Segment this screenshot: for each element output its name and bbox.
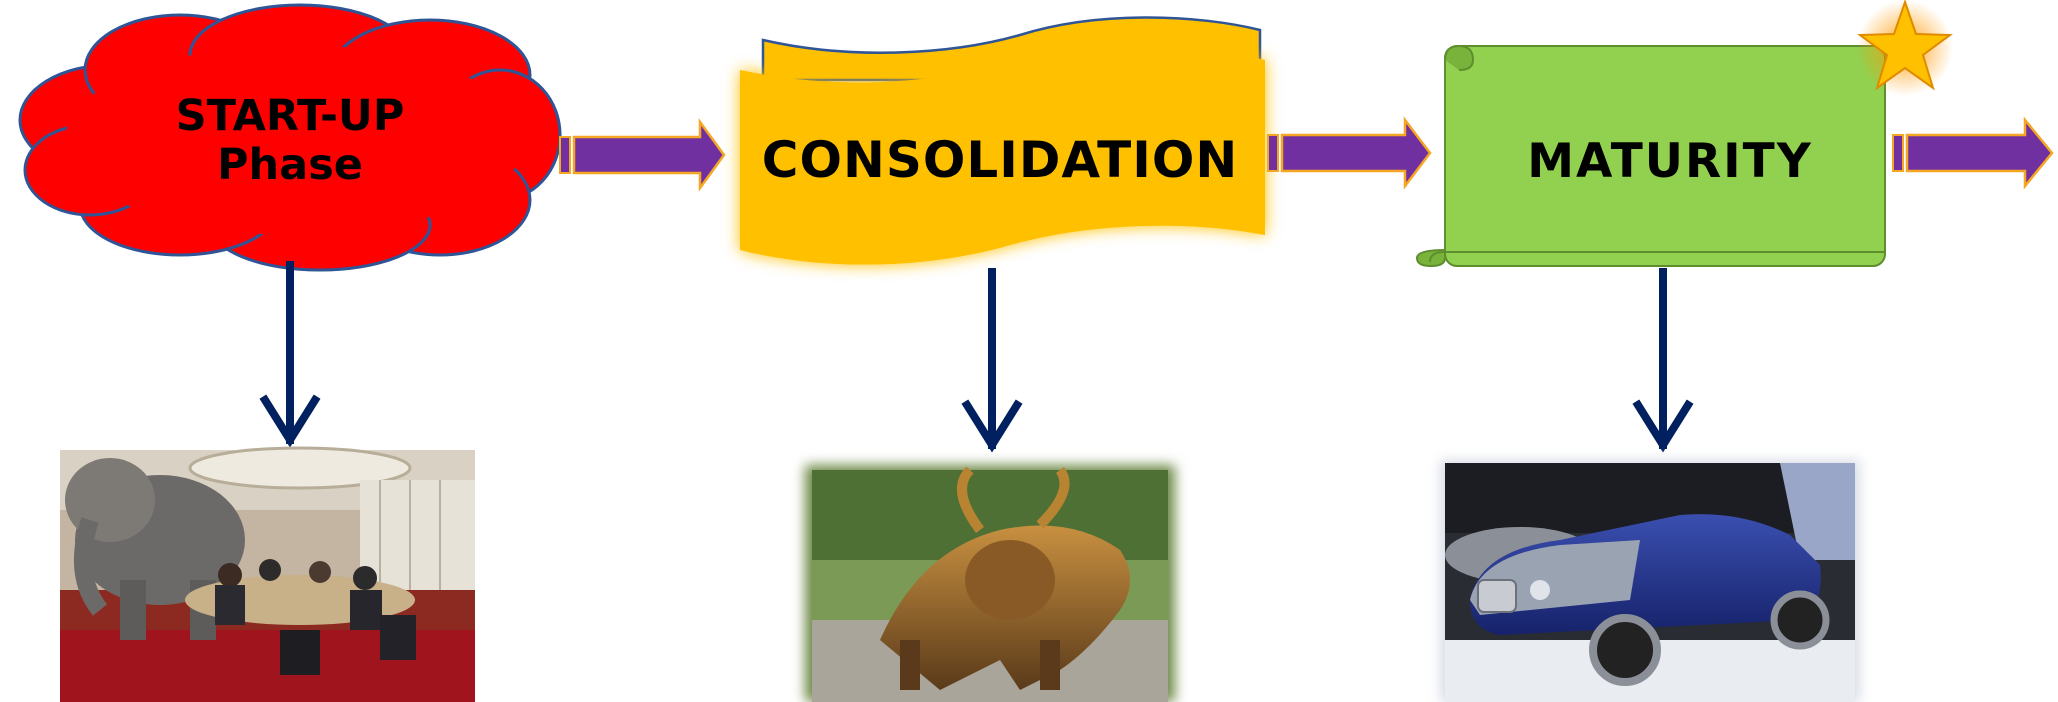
flow-arrow-2 <box>1267 116 1432 190</box>
maturity-label: MATURITY <box>1527 134 1813 189</box>
down-arrow-consolidation <box>961 268 1023 453</box>
startup-label: START-UP Phase <box>120 91 460 191</box>
elephant-boardroom-photo <box>60 446 475 702</box>
convertible-car-photo <box>1440 460 1860 702</box>
startup-cloud-shape <box>18 3 562 272</box>
maturity-scroll-shape <box>1415 44 1886 268</box>
flow-arrow-3 <box>1892 116 2054 190</box>
consolidation-banner-shape <box>740 16 1265 265</box>
down-arrow-maturity <box>1632 268 1694 453</box>
startup-label-line1: START-UP <box>175 91 405 141</box>
startup-label-line2: Phase <box>217 140 363 191</box>
down-arrow-startup <box>259 261 321 448</box>
flow-arrow-1 <box>559 118 726 192</box>
consolidation-label: CONSOLIDATION <box>761 131 1239 189</box>
star-icon <box>1857 0 1953 96</box>
charging-bull-photo <box>805 465 1175 702</box>
